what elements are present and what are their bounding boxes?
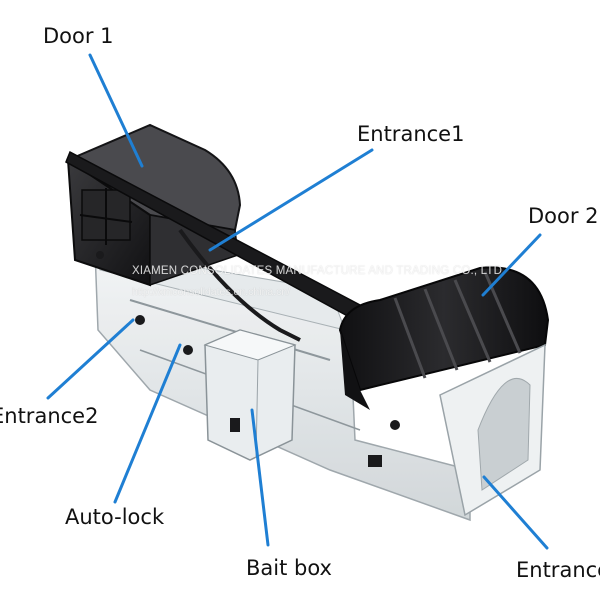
label-entrance-1: Entrance1 (357, 122, 465, 146)
label-door-2: Door 2 (528, 204, 599, 228)
leader-line-door1 (88, 53, 144, 168)
right-clear-end (368, 343, 546, 517)
watermark-url: http://xmconsolidates.en.china.cn/ (132, 286, 291, 298)
leader-lines (46, 53, 549, 550)
door-1-part (65, 123, 242, 287)
leader-line-autolock (113, 343, 182, 504)
label-door-1: Door 1 (43, 24, 114, 48)
label-bait-box: Bait box (246, 556, 332, 580)
bait-box-part (203, 329, 297, 461)
label-entrance-3: Entrance (516, 558, 600, 582)
leader-line-entrance2 (46, 318, 135, 400)
label-auto-lock: Auto-lock (65, 505, 165, 529)
door-2-part (338, 266, 550, 410)
watermark-company: XIAMEN CONSOLIDATES MANUFACTURE AND TRAD… (132, 265, 503, 277)
leader-line-baitbox (250, 408, 270, 547)
leader-line-door2 (481, 233, 542, 297)
leader-line-entrance1 (208, 148, 374, 252)
label-entrance-2: Entrance2 (0, 404, 99, 428)
leader-line-entrance3 (482, 475, 549, 550)
